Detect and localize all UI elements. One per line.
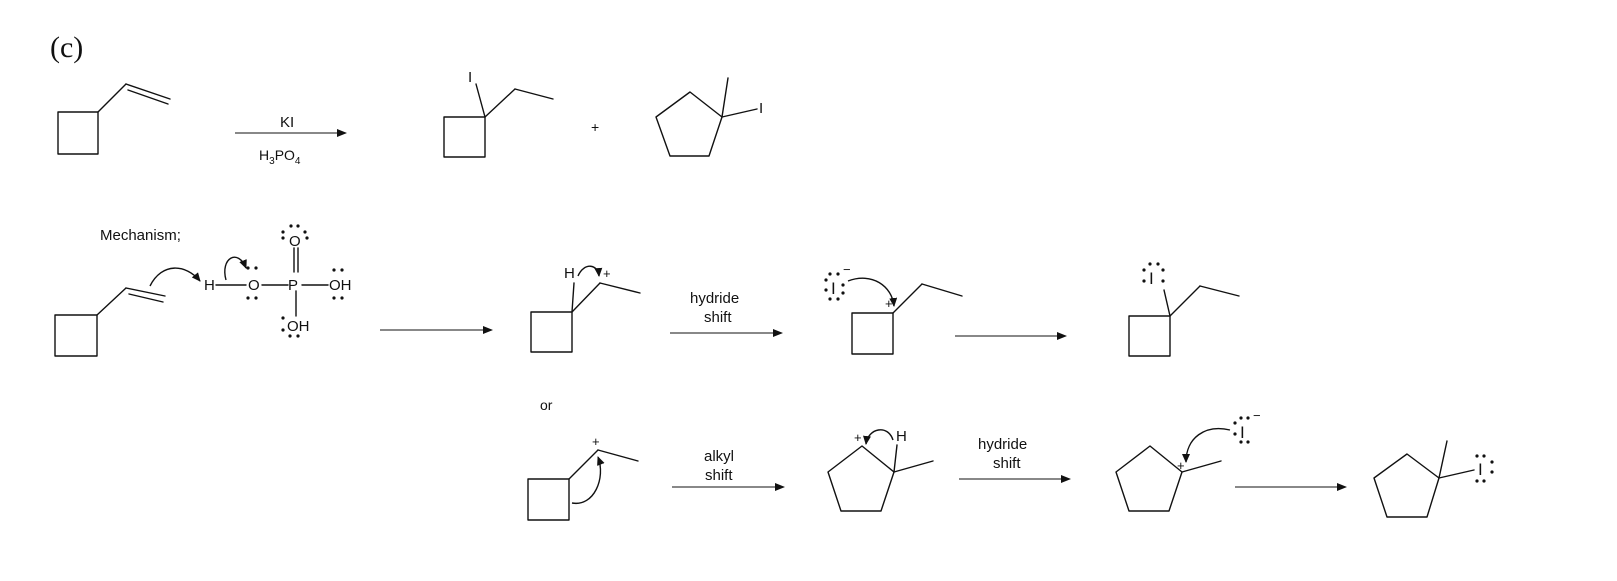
acid-h: H (204, 277, 215, 294)
arrow-alkyl-shift: alkyl shift (672, 448, 785, 491)
reaction-arrow-top: KI H3PO4 (235, 114, 347, 167)
alkyl-shift-label-1: alkyl (704, 448, 734, 465)
secondary-carbocation: H + (530, 265, 641, 353)
acid-o-bridge: O (248, 277, 260, 294)
product2-iodine: I (759, 100, 763, 117)
tertiary-carbocation-lower: + I − (1115, 408, 1261, 512)
secondary-carbocation-lower: + (527, 434, 639, 521)
reactant-vinylcyclobutane (57, 83, 171, 155)
tertiary-carbocation-top: + I − (824, 262, 963, 355)
iodide-lower: I (1240, 423, 1245, 442)
or-label: or (540, 397, 553, 413)
hydride-shift2-label-2: shift (993, 455, 1021, 472)
curly-arrow-pi-to-h (149, 267, 201, 287)
hydride-shift-label-1: hydride (690, 290, 739, 307)
iodide-lower-charge: − (1253, 408, 1261, 423)
mechanism-title: Mechanism; (100, 227, 181, 244)
reagent-ki: KI (280, 114, 294, 131)
alkyl-shift-label-2: shift (705, 467, 733, 484)
iodide-top-charge: − (843, 262, 851, 277)
product-top-iodine: I (1149, 269, 1154, 288)
iodide-top: I (831, 279, 836, 298)
product1-iodine: I (468, 69, 472, 86)
curly-arrow-bond-to-oxygen (224, 256, 247, 281)
final-iodine: I (1478, 460, 1483, 479)
arrow-hydride-shift-2: hydride shift (959, 436, 1071, 483)
cyclopentyl-carbocation: + H (827, 428, 934, 512)
cyclopentyl-charge: + (854, 430, 862, 445)
acid-oh-bottom: OH (287, 318, 310, 335)
cyclopentyl-hydrogen: H (896, 428, 907, 445)
part-label: (c) (50, 31, 83, 64)
plus-sign: + (591, 119, 599, 135)
product-iodoethylcyclobutane: I (443, 69, 554, 158)
acid-o-double: O (289, 233, 301, 250)
lower-charge: + (592, 434, 600, 449)
tertiary-charge: + (1177, 458, 1185, 473)
hydride-shift-label-2: shift (704, 309, 732, 326)
product-iodomethylcyclopentane: I (655, 77, 763, 157)
arrow-hydride-shift: hydride shift (670, 290, 783, 337)
intermediate-top-charge: + (885, 296, 893, 311)
reagent-h3po4: H3PO4 (259, 147, 301, 167)
product-lower-final: I (1373, 440, 1494, 518)
hydride-shift2-label-1: hydride (978, 436, 1027, 453)
acid-oh-right: OH (329, 277, 352, 294)
mechanism-reactant (54, 287, 166, 357)
product-top-final: I (1128, 262, 1240, 357)
step1-charge: + (603, 266, 611, 281)
phosphoric-acid: H O P OH O OH (204, 224, 352, 338)
acid-p: P (288, 277, 298, 294)
step1-hydrogen: H (564, 265, 575, 282)
